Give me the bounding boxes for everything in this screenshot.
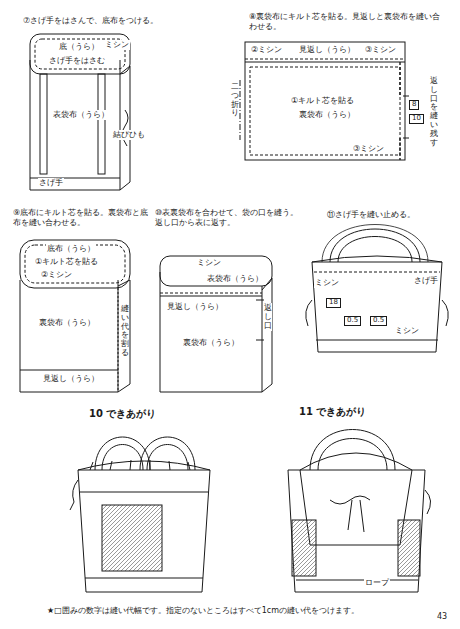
part-label: ミシン — [314, 278, 340, 288]
part-label: ①キルト芯を貼る — [34, 257, 99, 267]
part-label: 表袋布（うら） — [52, 110, 110, 120]
part-label: ②ミシン — [250, 45, 283, 55]
part-label: ミシン — [394, 326, 420, 336]
part-label: 見返し（うら） — [166, 302, 224, 312]
part-label: 底（うら） — [58, 42, 100, 52]
part-label: さげ手 — [38, 178, 64, 188]
part-label: 表袋布（うら） — [206, 274, 264, 284]
step-text: ⑧裏袋布にキルト芯を貼る。見返しと裏袋布を縫い合わせる。 — [248, 12, 445, 31]
step-text: ⑦さげ手をはさんで、底布をつける。 — [22, 16, 159, 26]
part-label: ②ミシン — [40, 270, 73, 280]
part-label: 二つ折り — [231, 82, 239, 119]
seam-number: 10 — [412, 114, 421, 122]
seam-allowance-box: 0.5 — [370, 316, 387, 326]
part-label: 縫い代を割る — [121, 304, 129, 359]
part-label: さげ手 — [413, 276, 439, 286]
part-label: 見返し（うら） — [298, 45, 356, 55]
part-label: 底布（うら） — [46, 244, 96, 254]
part-label: 見返し（うら） — [42, 374, 100, 384]
part-label: ミシン — [104, 40, 130, 50]
seam-number: 0.5 — [373, 316, 384, 324]
seam-allowance-box: 0.5 — [344, 316, 361, 326]
part-label: 裏袋布（うら） — [38, 318, 96, 328]
part-label: 返し口 — [264, 303, 272, 331]
part-label: ミシン — [196, 258, 222, 268]
part-label: ③ミシン — [364, 45, 397, 55]
seam-number: 8 — [412, 100, 416, 108]
seam-allowance-box: 10 — [409, 114, 424, 124]
seam-number: 18 — [329, 298, 338, 306]
result-heading: 10 できあがり — [88, 408, 157, 420]
part-label: ①キルト芯を貼る — [290, 96, 355, 106]
part-label: さげ手をはさむ — [48, 56, 106, 66]
step-text: ★□囲みの数字は縫い代幅です。指定のないところはすべて1cmの縫い代をつけます。 — [46, 606, 418, 616]
part-label: ロープ — [364, 578, 390, 588]
part-label: 裏袋布（うら） — [298, 110, 356, 120]
part-label: 結びひも — [112, 130, 146, 140]
part-label: 43 — [436, 612, 448, 622]
part-label: 返し口を縫い残す — [430, 76, 438, 148]
result-heading: 11 できあがり — [298, 406, 367, 418]
seam-number: 0.5 — [347, 316, 358, 324]
part-label: 裏袋布（うら） — [182, 338, 240, 348]
part-label: ③ミシン — [352, 144, 385, 154]
seam-allowance-box: 8 — [409, 100, 419, 110]
step-text: ⑩表裏袋布を合わせて、袋の口を縫う。返し口から表に返す。 — [154, 208, 306, 227]
part-label: ⑪さげ手を縫い止める。 — [326, 210, 416, 220]
step-text: ⑨底布にキルト芯を貼る。裏袋布と底布を縫い合わせる。 — [12, 208, 154, 227]
seam-allowance-box: 18 — [326, 298, 341, 308]
